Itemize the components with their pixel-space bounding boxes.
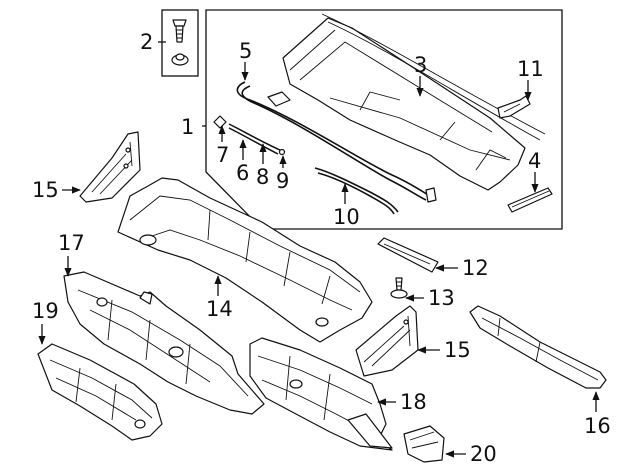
callout-3: 3 <box>414 53 427 77</box>
callout-15-left: 15 <box>32 178 59 202</box>
callout-19: 19 <box>32 299 59 323</box>
callout-8: 8 <box>256 165 269 189</box>
lower-panel-19 <box>37 343 163 441</box>
callout-20: 20 <box>470 442 497 466</box>
callout-14: 14 <box>206 297 233 321</box>
callout-7: 7 <box>216 143 229 167</box>
seal-strip <box>507 187 553 213</box>
callout-18: 18 <box>400 390 427 414</box>
rail-16 <box>469 305 607 389</box>
fastener-kit-frame <box>161 9 199 77</box>
callout-9: 9 <box>276 169 289 193</box>
callout-1: 1 <box>181 115 194 139</box>
clip-rod-parts <box>213 115 286 156</box>
bracket-20 <box>403 425 445 463</box>
cowl-panel <box>282 13 546 191</box>
callout-15-right: 15 <box>444 338 471 362</box>
cowl-assembly-frame <box>205 9 563 230</box>
side-bracket-left <box>79 131 141 203</box>
callout-6: 6 <box>236 161 249 185</box>
cowl-crossmember <box>117 177 373 343</box>
callout-12: 12 <box>462 256 489 280</box>
fastener-parts <box>171 19 189 66</box>
callout-11: 11 <box>517 57 544 81</box>
hose-assembly <box>236 81 437 215</box>
callout-17: 17 <box>58 231 85 255</box>
dash-panel-18 <box>249 337 393 451</box>
side-bracket-right <box>355 305 419 377</box>
bolt-13 <box>390 277 408 299</box>
leader-lines <box>38 41 600 458</box>
callout-13: 13 <box>428 286 455 310</box>
callout-16: 16 <box>584 414 611 438</box>
callout-2: 2 <box>140 30 153 54</box>
callout-10: 10 <box>333 205 360 229</box>
callout-4: 4 <box>528 149 541 173</box>
callout-5: 5 <box>239 39 252 63</box>
bracket-11 <box>497 95 531 119</box>
dash-panel-17 <box>63 271 265 415</box>
reinforcement-12 <box>377 237 439 273</box>
